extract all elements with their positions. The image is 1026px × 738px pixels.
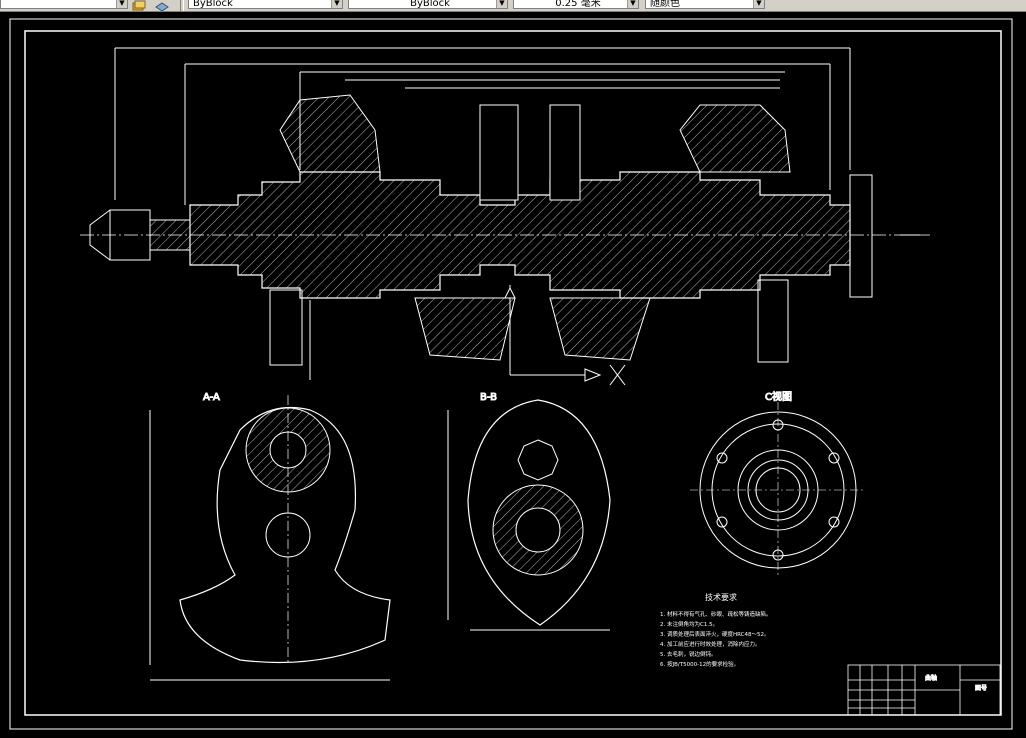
tech-note-4: 4. 加工前应进行时效处理，消除内应力。 [660, 640, 761, 648]
linestyle-dropdown[interactable]: ByBlock ▼ [348, 0, 508, 9]
tech-note-1: 1. 材料不得有气孔、砂眼、疏松等铸造缺陷。 [660, 610, 772, 618]
linetype-value: ByBlock [193, 0, 233, 9]
tech-note-5: 5. 去毛刺，锐边倒钝。 [660, 650, 717, 658]
layer-dropdown[interactable]: ▼ [0, 0, 128, 9]
toolbar-separator [180, 0, 184, 11]
plotstyle-value: 随颜色 [650, 0, 680, 9]
section-bb-view: B-B [447, 392, 611, 631]
tech-note-6: 6. 按JB/T5000-12的要求检验。 [660, 660, 739, 668]
plotstyle-dropdown[interactable]: 随颜色 ▼ [645, 0, 765, 9]
layer-previous-icon[interactable] [154, 0, 169, 11]
section-bb-label: B-B [480, 392, 497, 403]
drawing-number: 图号 [975, 685, 987, 692]
properties-toolbar: ▼ ByBlock ▼ ByBlock ▼ 0.25 毫米 ▼ 随颜色 ▼ [0, 0, 1026, 12]
view-c-label: C视图 [765, 390, 792, 403]
layer-states-icon[interactable] [132, 0, 146, 11]
section-aa-view: A-A [149, 392, 391, 681]
lineweight-value: 0.25 毫米 [555, 0, 601, 9]
drawing-canvas[interactable]: A-A B-B C视图 技术要求 1. 材料不得有气孔、砂眼、疏松 [0, 12, 1026, 738]
chevron-down-icon[interactable]: ▼ [753, 0, 764, 8]
crankshaft-main-view [80, 47, 930, 386]
technical-requirements: 技术要求 1. 材料不得有气孔、砂眼、疏松等铸造缺陷。 2. 未注倒角均为C1.… [660, 592, 772, 668]
chevron-down-icon[interactable]: ▼ [116, 0, 127, 8]
chevron-down-icon[interactable]: ▼ [331, 0, 342, 8]
view-c: C视图 [690, 390, 866, 578]
tech-note-3: 3. 调质处理后表面淬火，硬度HRC48～52。 [660, 630, 770, 638]
drawing-frame [9, 18, 1013, 730]
linetype-dropdown[interactable]: ByBlock ▼ [188, 0, 343, 9]
tech-notes-title: 技术要求 [705, 592, 737, 602]
lineweight-dropdown[interactable]: 0.25 毫米 ▼ [513, 0, 639, 9]
part-name: 曲轴 [925, 674, 937, 682]
tech-note-2: 2. 未注倒角均为C1.5。 [660, 620, 718, 628]
chevron-down-icon[interactable]: ▼ [496, 0, 507, 8]
chevron-down-icon[interactable]: ▼ [627, 0, 638, 8]
title-block: 曲轴 图号 [847, 664, 1001, 716]
section-aa-label: A-A [203, 392, 220, 403]
linestyle-value: ByBlock [410, 0, 450, 9]
